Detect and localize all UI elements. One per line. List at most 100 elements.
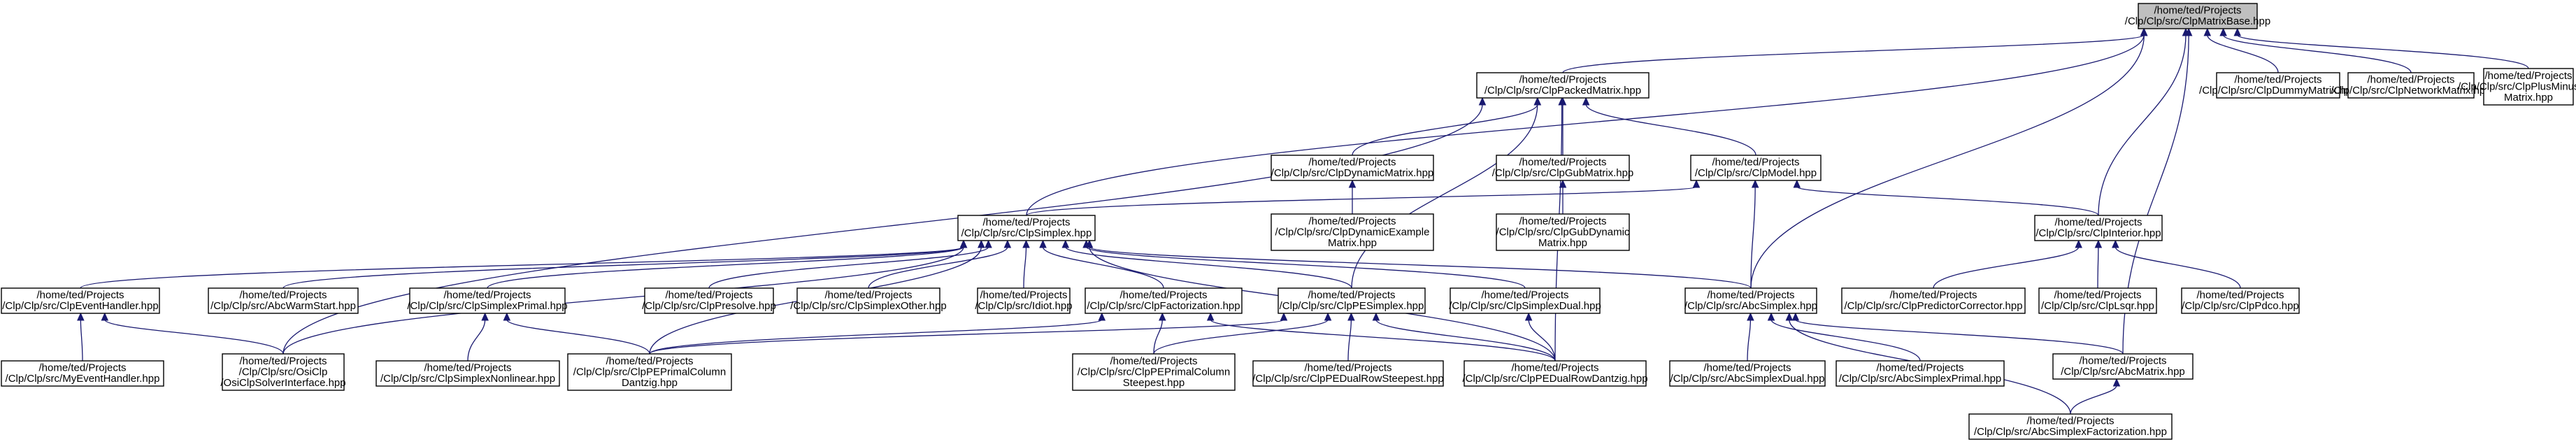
node-ClpSimplexDual[interactable]: /home/ted/Projects/Clp/Clp/src/ClpSimple… bbox=[1449, 287, 1601, 314]
edge-line bbox=[80, 246, 964, 289]
node-box bbox=[957, 215, 1096, 241]
node-AbcSimplexFactorization[interactable]: /home/ted/Projects/Clp/Clp/src/AbcSimple… bbox=[1968, 413, 2173, 440]
node-label-line: /home/ted/Projects bbox=[36, 290, 124, 301]
node-box bbox=[2181, 287, 2300, 314]
node-label-line: /Clp/Clp/src/ClpLsqr.hpp bbox=[2041, 300, 2154, 312]
edge-ClpPESimplex-ClpPEDualRowSteepest bbox=[1347, 312, 1355, 362]
node-AbcMatrix[interactable]: /home/ted/Projects/Clp/Clp/src/AbcMatrix… bbox=[2052, 353, 2194, 380]
node-label-line: Matrix.hpp bbox=[2504, 92, 2553, 104]
node-label-line: /home/ted/Projects bbox=[1119, 290, 1207, 301]
node-ClpPESimplex[interactable]: /home/ted/Projects/Clp/Clp/src/ClpPESimp… bbox=[1278, 287, 1426, 314]
edge-line bbox=[1375, 319, 1556, 362]
edge-line bbox=[2207, 34, 2279, 73]
node-label-line: /home/ted/Projects bbox=[239, 355, 327, 367]
node-ClpPresolve[interactable]: /home/ted/Projects/Clp/Clp/src/ClpPresol… bbox=[642, 287, 776, 314]
node-ClpPEDualRowDantzig[interactable]: /home/ted/Projects/Clp/Clp/src/ClpPEDual… bbox=[1462, 360, 1648, 387]
node-box bbox=[567, 353, 732, 391]
node-box bbox=[222, 353, 345, 391]
edge-line bbox=[104, 319, 284, 355]
node-ClpGubMatrix[interactable]: /home/ted/Projects/Clp/Clp/src/ClpGubMat… bbox=[1492, 155, 1634, 181]
node-label-line: /Clp/Clp/src/ClpGubMatrix.hpp bbox=[1492, 167, 1634, 179]
node-label-line: /home/ted/Projects bbox=[2154, 5, 2241, 17]
node-label-line: /Clp/Clp/src/ClpDynamicExample bbox=[1275, 226, 1430, 238]
node-ClpNetworkMatrix[interactable]: /home/ted/Projects/Clp/Clp/src/ClpNetwor… bbox=[2331, 72, 2491, 99]
edge-arrowhead bbox=[1559, 179, 1567, 188]
node-label-line: /home/ted/Projects bbox=[2234, 74, 2321, 86]
node-box bbox=[1278, 287, 1426, 314]
node-ClpSimplexNonlinear[interactable]: /home/ted/Projects/Clp/Clp/src/ClpSimple… bbox=[375, 360, 560, 387]
node-ClpGubDynamicMatrix[interactable]: /home/ted/Projects/Clp/Clp/src/ClpGubDyn… bbox=[1496, 213, 1630, 251]
node-box bbox=[1072, 353, 1236, 391]
node-AbcWarmStart[interactable]: /home/ted/Projects/Clp/Clp/src/AbcWarmSt… bbox=[208, 287, 359, 314]
edge-line bbox=[1089, 246, 1752, 289]
edge-arrowhead bbox=[1793, 179, 1801, 188]
edge-line bbox=[1085, 246, 1526, 289]
edge-line bbox=[1795, 319, 2124, 355]
node-ClpSimplex[interactable]: /home/ted/Projects/Clp/Clp/src/ClpSimple… bbox=[957, 215, 1096, 241]
edge-arrowhead bbox=[1098, 312, 1106, 321]
node-ClpPdco[interactable]: /home/ted/Projects/Clp/Clp/src/ClpPdco.h… bbox=[2181, 287, 2300, 314]
edge-arrowhead bbox=[1039, 239, 1047, 248]
node-ClpPackedMatrix[interactable]: /home/ted/Projects/Clp/Clp/src/ClpPacked… bbox=[1476, 72, 1650, 99]
node-ClpModel[interactable]: /home/ted/Projects/Clp/Clp/src/ClpModel.… bbox=[1690, 155, 1822, 181]
node-box bbox=[1271, 155, 1434, 181]
edge-line bbox=[2237, 34, 2529, 69]
node-box bbox=[1450, 287, 1601, 314]
edge-ClpSimplex-ClpEventHandler bbox=[80, 239, 968, 289]
node-Idiot[interactable]: /home/ted/Projects/Clp/Clp/src/Idiot.hpp bbox=[975, 287, 1073, 314]
node-label-line: /Clp/Clp/src/AbcSimplexPrimal.hpp bbox=[1839, 373, 2002, 385]
edge-arrowhead bbox=[1582, 97, 1590, 106]
edge-ClpSimplexPrimal-ClpSimplexNonlinear bbox=[467, 312, 489, 362]
node-box bbox=[796, 287, 940, 314]
node-ClpDummyMatrix[interactable]: /home/ted/Projects/Clp/Clp/src/ClpDummyM… bbox=[2199, 72, 2357, 99]
edge-arrowhead bbox=[1767, 312, 1775, 321]
edge-line bbox=[1352, 104, 1538, 156]
node-ClpPredictorCorrector[interactable]: /home/ted/Projects/Clp/Clp/src/ClpPredic… bbox=[1841, 287, 2026, 314]
edge-line bbox=[2070, 385, 2117, 415]
edge-line bbox=[2115, 246, 2241, 289]
edge-line bbox=[506, 319, 650, 355]
node-AbcSimplexPrimal[interactable]: /home/ted/Projects/Clp/Clp/src/AbcSimple… bbox=[1836, 360, 2005, 387]
node-ClpEventHandler[interactable]: /home/ted/Projects/Clp/Clp/src/ClpEventH… bbox=[1, 287, 160, 314]
edge-ClpPackedMatrix-ClpModel bbox=[1582, 97, 1756, 156]
edge-arrowhead bbox=[1558, 97, 1566, 106]
node-AbcSimplexDual[interactable]: /home/ted/Projects/Clp/Clp/src/AbcSimple… bbox=[1669, 360, 1826, 387]
node-label-line: /Clp/Clp/src/ClpSimplexPrimal.hpp bbox=[407, 300, 567, 312]
node-label-line: /Clp/Clp/src/AbcSimplex.hpp bbox=[1684, 300, 1817, 312]
node-ClpFactorization[interactable]: /home/ted/Projects/Clp/Clp/src/ClpFactor… bbox=[1085, 287, 1243, 314]
node-OsiClpSolverInterface[interactable]: /home/ted/Projects/Clp/Clp/src/OsiClp/Os… bbox=[220, 353, 346, 391]
edge-ClpEventHandler-MyEventHandler bbox=[77, 312, 85, 362]
edge-arrowhead bbox=[985, 239, 992, 248]
node-box bbox=[2038, 287, 2157, 314]
node-label-line: /home/ted/Projects bbox=[2196, 290, 2284, 301]
edge-line bbox=[708, 246, 989, 289]
node-MyEventHandler[interactable]: /home/ted/Projects/Clp/Clp/src/MyEventHa… bbox=[1, 360, 164, 387]
node-label-line: /home/ted/Projects bbox=[2054, 290, 2141, 301]
node-label-line: /home/ted/Projects bbox=[2054, 217, 2142, 229]
edge-line bbox=[80, 319, 83, 362]
node-ClpDynamicMatrix[interactable]: /home/ted/Projects/Clp/Clp/src/ClpDynami… bbox=[1271, 155, 1434, 181]
node-ClpPEDualRowSteepest[interactable]: /home/ted/Projects/Clp/Clp/src/ClpPEDual… bbox=[1252, 360, 1444, 387]
edge-arrowhead bbox=[77, 312, 85, 321]
edge-line bbox=[1770, 319, 1921, 362]
node-box bbox=[1496, 213, 1630, 251]
node-ClpSimplexOther[interactable]: /home/ted/Projects/Clp/Clp/src/ClpSimple… bbox=[790, 287, 947, 314]
edge-line bbox=[467, 319, 486, 362]
edge-ClpModel-ClpInterior bbox=[1793, 179, 2099, 216]
node-ClpInterior[interactable]: /home/ted/Projects/Clp/Clp/src/ClpInteri… bbox=[2034, 215, 2163, 241]
node-label-line: /home/ted/Projects bbox=[1308, 157, 1396, 169]
node-ClpDynamicExampleMatrix[interactable]: /home/ted/Projects/Clp/Clp/src/ClpDynami… bbox=[1271, 213, 1434, 251]
node-ClpSimplexPrimal[interactable]: /home/ted/Projects/Clp/Clp/src/ClpSimple… bbox=[407, 287, 568, 314]
edge-arrowhead bbox=[1747, 312, 1754, 321]
node-ClpPlusMinusOneMatrix[interactable]: /home/ted/Projects/Clp/Clp/src/ClpPlusMi… bbox=[2458, 68, 2576, 106]
node-box bbox=[1968, 413, 2173, 440]
node-ClpPEPrimalColumnSteepest[interactable]: /home/ted/Projects/Clp/Clp/src/ClpPEPrim… bbox=[1072, 353, 1236, 391]
node-label-line: /home/ted/Projects bbox=[665, 290, 752, 301]
node-label-line: /home/ted/Projects bbox=[424, 362, 511, 374]
edge-arrowhead bbox=[1791, 312, 1800, 321]
node-ClpPEPrimalColumnDantzig[interactable]: /home/ted/Projects/Clp/Clp/src/ClpPEPrim… bbox=[567, 353, 732, 391]
edge-ClpSimplex-Idiot bbox=[1022, 239, 1030, 289]
node-ClpLsqr[interactable]: /home/ted/Projects/Clp/Clp/src/ClpLsqr.h… bbox=[2038, 287, 2157, 314]
node-label-line: /Clp/Clp/src/ClpGubDynamic bbox=[1496, 226, 1630, 238]
node-AbcSimplex[interactable]: /home/ted/Projects/Clp/Clp/src/AbcSimple… bbox=[1684, 287, 1817, 314]
